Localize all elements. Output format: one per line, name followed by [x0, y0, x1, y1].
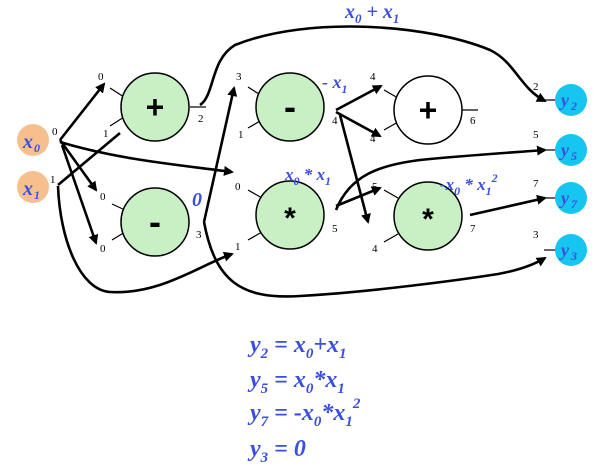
gate-op: +	[146, 89, 165, 125]
wire-x0-sub-b	[60, 144, 99, 245]
output-node	[555, 84, 587, 116]
output-subscript: 5	[571, 149, 577, 163]
port-label: 0	[100, 191, 106, 203]
input-node	[17, 124, 49, 156]
output-symbol: y	[559, 188, 570, 208]
annotation-prod: x0 * x1	[284, 165, 331, 188]
annotation-zero: 0	[192, 189, 202, 211]
wire-add-y2	[199, 25, 547, 107]
port-label: 2	[533, 81, 539, 93]
wire-x0-add	[58, 82, 106, 141]
gate-op: -	[284, 86, 296, 127]
port-label: 6	[470, 115, 476, 127]
input-subscript: 0	[34, 141, 40, 155]
wire-sub-sub2	[202, 86, 238, 223]
output-node	[555, 234, 587, 266]
port-label: 1	[238, 129, 244, 141]
port-label: 2	[198, 113, 204, 125]
port-label: 4	[370, 71, 376, 83]
port-label: 3	[196, 229, 202, 241]
port-label: 4	[370, 133, 376, 145]
gate-op: +	[419, 92, 438, 128]
input-node	[17, 171, 49, 203]
equation-y7: y7 = -x0*x12	[247, 396, 361, 430]
wire-x1-mul	[56, 185, 234, 294]
annotation-negprod: -x0 * x12	[440, 171, 498, 198]
wire-mul-mul2	[335, 186, 382, 208]
wire-sub2-mul2	[338, 114, 371, 224]
annotation-sum: x0 + x1	[344, 1, 399, 26]
wire-x1-add	[57, 132, 121, 186]
gate-body	[255, 180, 325, 250]
gate-body	[393, 181, 463, 251]
port-label: 0	[98, 71, 104, 83]
port-label: 5	[332, 223, 338, 235]
wire-mul2-y7	[469, 194, 547, 217]
port-label: 1	[50, 174, 56, 186]
output-y7: y 7 7	[533, 178, 587, 214]
gate-body	[120, 72, 190, 142]
wire-sub2-add2a	[335, 84, 383, 112]
port-label: 5	[533, 129, 539, 141]
output-symbol: y	[559, 140, 570, 160]
output-node	[555, 134, 587, 166]
port-label: 4	[372, 243, 378, 255]
gate-body	[393, 75, 463, 145]
gate-sub-2: - 3 1 4	[236, 71, 338, 142]
equation-y5: y5 = x0*x1	[247, 367, 345, 397]
gate-sub-1: - 0 0 3	[100, 187, 202, 257]
wire-mul-y5	[334, 145, 547, 211]
gate-op: -	[149, 201, 161, 242]
port-label: 3	[236, 71, 242, 83]
port-label: 1	[235, 241, 241, 253]
output-y3: y 3 3	[533, 229, 587, 266]
input-subscript: 1	[34, 188, 40, 202]
wire-sub2-add2b	[335, 110, 382, 138]
input-symbol: x	[22, 131, 33, 153]
gate-op: *	[422, 203, 434, 236]
port-label: 7	[533, 178, 539, 190]
equations: y2 = x0+x1 y5 = x0*x1 y7 = -x0*x12 y3 = …	[247, 332, 361, 466]
input-x0: x 0 0	[17, 124, 58, 156]
output-node	[555, 182, 587, 214]
gate-add-2: + 4 4 6	[370, 71, 476, 145]
wire-sub-y3	[202, 221, 547, 298]
output-symbol: y	[559, 240, 570, 260]
input-x1: x 1 1	[17, 171, 56, 203]
output-subscript: 7	[571, 197, 578, 211]
wire-x0-mul	[59, 140, 234, 176]
gate-op: *	[284, 202, 296, 235]
port-label: 0	[52, 126, 58, 138]
port-label: 5	[372, 181, 378, 193]
output-subscript: 2	[570, 99, 577, 113]
port-label: 4	[332, 115, 338, 127]
port-label: 3	[533, 229, 539, 241]
wire-x0-sub	[58, 139, 98, 192]
equation-y3: y3 = 0	[247, 436, 306, 466]
wires	[56, 25, 547, 298]
output-subscript: 3	[570, 249, 577, 263]
gate-body	[120, 187, 190, 257]
port-label: 7	[470, 223, 476, 235]
port-label: 1	[103, 128, 109, 140]
gate-add-1: + 0 1 2	[98, 71, 204, 142]
output-symbol: y	[559, 90, 570, 110]
gate-body	[255, 72, 325, 142]
port-label: 0	[100, 243, 106, 255]
gate-mul-1: * 0 1 5	[235, 180, 338, 253]
port-label: 0	[235, 181, 241, 193]
gate-mul-2: * 5 4 7	[372, 181, 476, 255]
output-y5: y 5 5	[533, 129, 587, 166]
equation-y2: y2 = x0+x1	[247, 332, 347, 362]
input-symbol: x	[22, 178, 33, 200]
annotation-neg: - x1	[322, 72, 348, 96]
output-y2: y 2 2	[533, 81, 587, 116]
